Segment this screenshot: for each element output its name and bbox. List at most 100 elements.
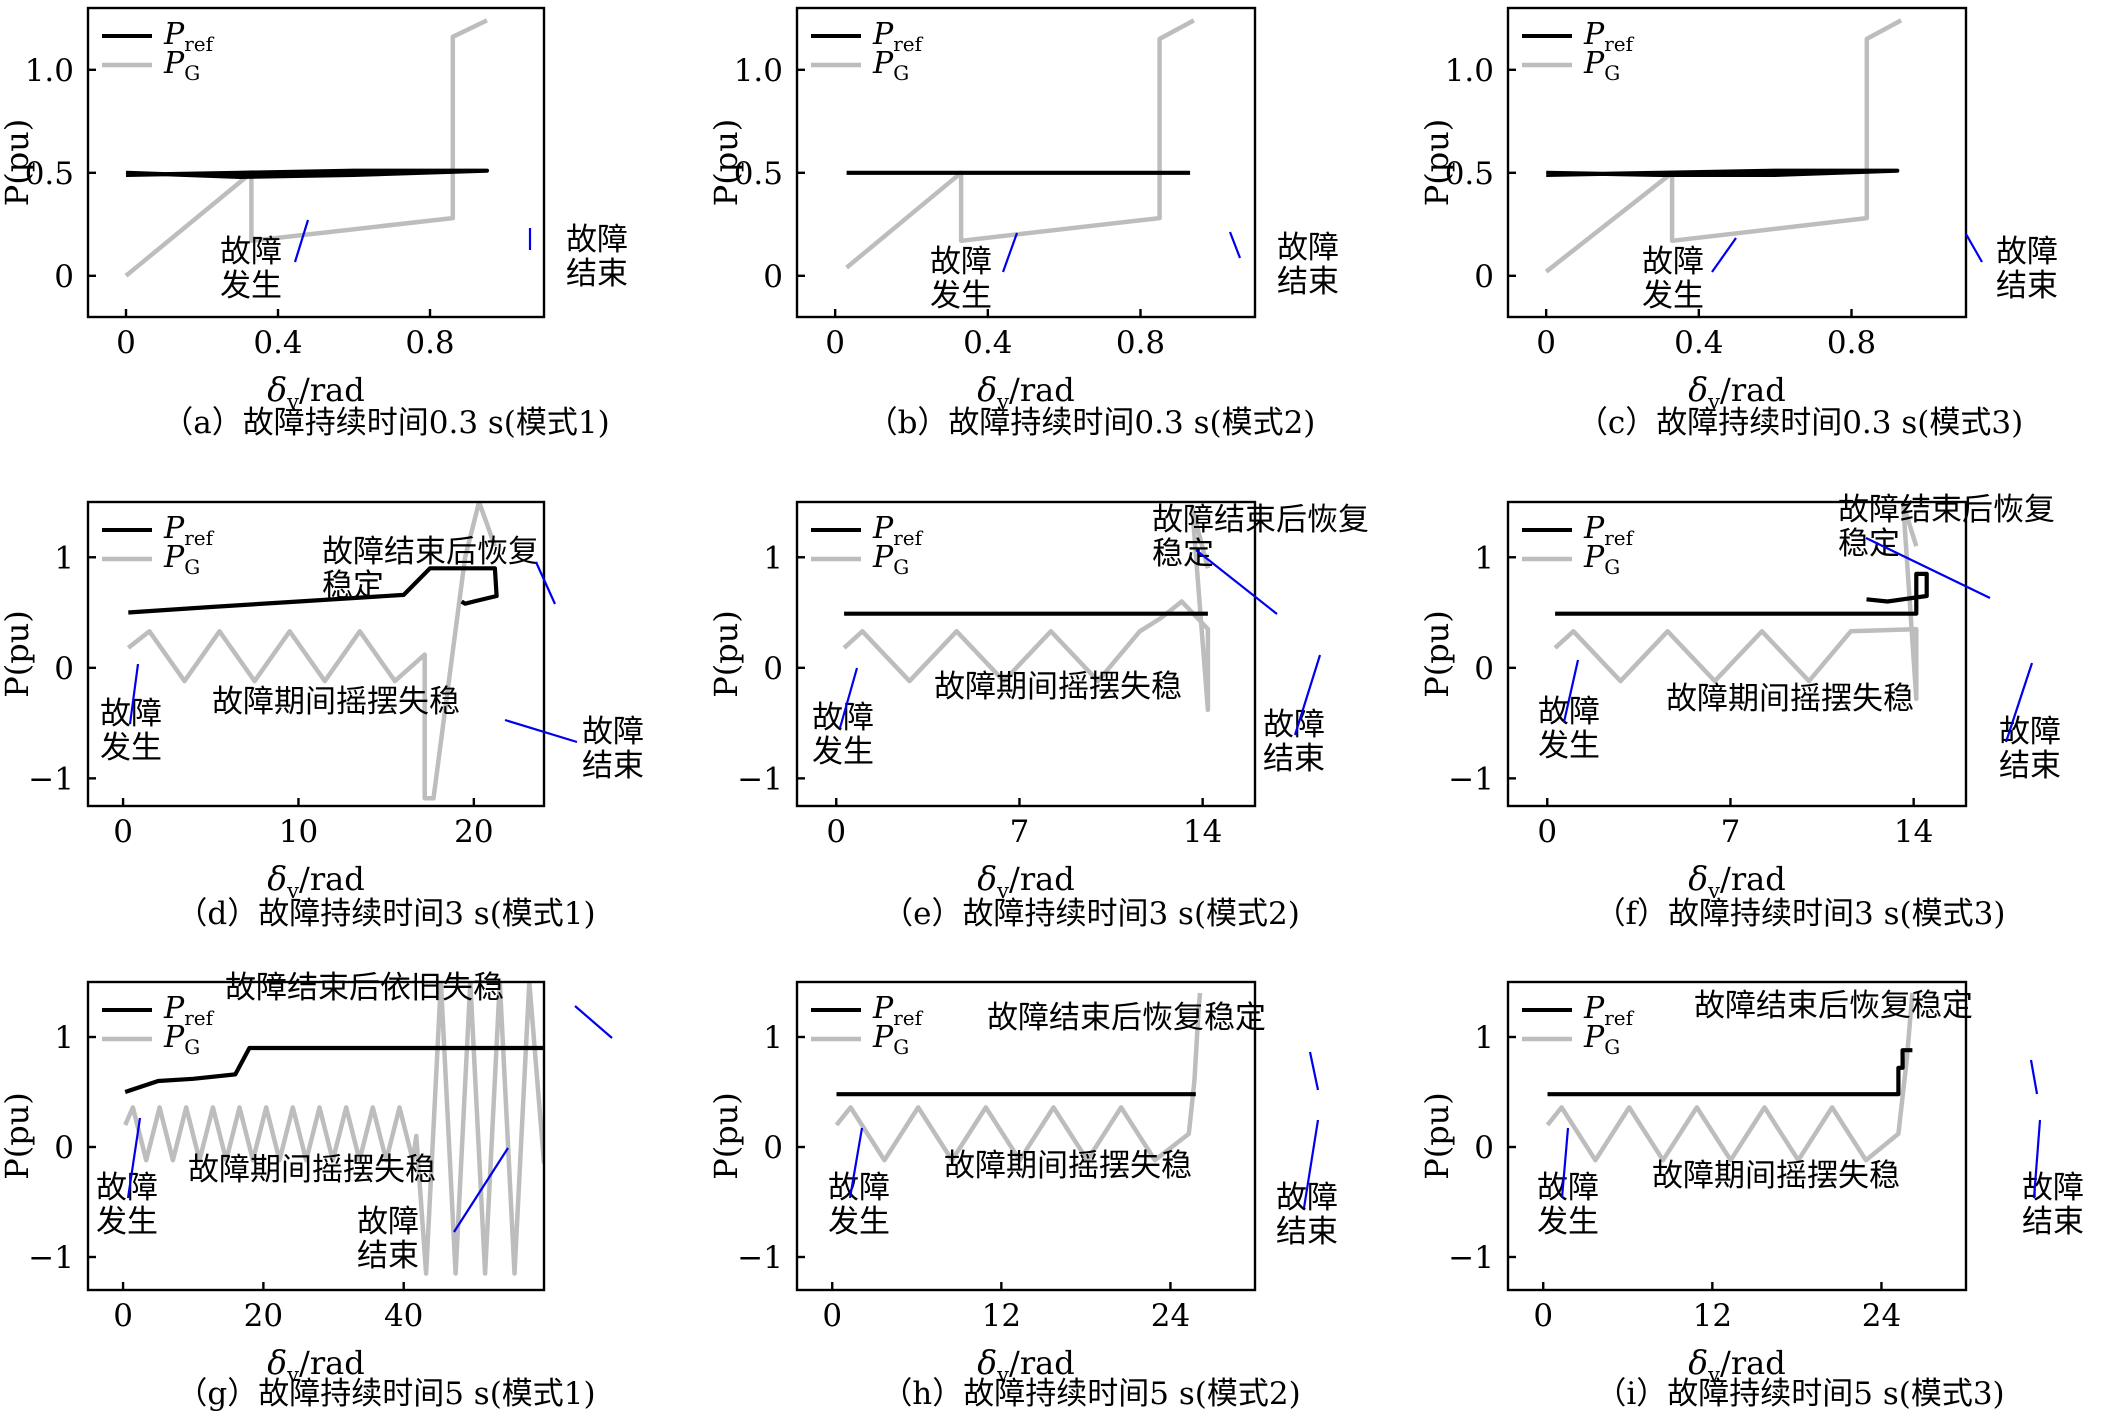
annotation-text: 故障 bbox=[1263, 707, 1325, 743]
annotation-text: 结束 bbox=[357, 1238, 419, 1274]
legend-label-pref: Pref bbox=[1583, 511, 1635, 550]
y-axis-label: P(pu) bbox=[707, 119, 745, 207]
y-tick-label: −1 bbox=[1448, 1240, 1494, 1276]
annotation-text: 故障期间摇摆失稳 bbox=[944, 1148, 1192, 1184]
y-tick-label: −1 bbox=[737, 761, 783, 797]
annotation-leader-line bbox=[1711, 237, 1737, 273]
y-axis-label: P(pu) bbox=[0, 1092, 36, 1180]
legend-label-pg: PG bbox=[163, 1020, 200, 1059]
legend-label-pref: Pref bbox=[163, 17, 215, 56]
annotation-leader-line bbox=[2029, 1059, 2039, 1095]
legend-label-pref: Pref bbox=[163, 511, 215, 550]
annotation: 故障结束后恢复稳定 bbox=[1152, 502, 1369, 615]
annotation: 故障期间摇摆失稳 bbox=[188, 1152, 436, 1188]
annotation-text: 故障结束后恢复 bbox=[1838, 492, 2055, 528]
series-line-pg bbox=[842, 505, 1211, 713]
y-tick-label: 1.0 bbox=[25, 53, 74, 89]
x-axis-label: δv/rad bbox=[977, 859, 1074, 903]
y-axis-label: P(pu) bbox=[1418, 119, 1456, 207]
annotation-leader-line bbox=[293, 219, 310, 263]
y-tick-label: 1 bbox=[763, 1020, 783, 1056]
plot-frame bbox=[1506, 6, 1968, 319]
legend-label-pref: Pref bbox=[163, 991, 215, 1030]
annotation-leader-line bbox=[1560, 1127, 1570, 1199]
annotation-text: 故障 bbox=[1642, 244, 1704, 280]
x-tick-label: 12 bbox=[982, 1298, 1021, 1334]
legend-label-pref: Pref bbox=[1583, 991, 1635, 1030]
x-tick-label: 0 bbox=[1536, 325, 1556, 361]
x-tick-label: 0 bbox=[1533, 1298, 1553, 1334]
y-tick-label: 1 bbox=[1474, 540, 1494, 576]
annotation-text: 结束 bbox=[2022, 1204, 2084, 1240]
annotation: 故障结束后恢复稳定 bbox=[987, 1000, 1320, 1091]
annotation-text: 故障 bbox=[1277, 230, 1339, 266]
y-tick-label: 0 bbox=[54, 259, 74, 295]
annotation-text: 故障结束后恢复 bbox=[322, 534, 539, 570]
annotation-text: 发生 bbox=[1642, 278, 1704, 314]
annotation-text: 故障 bbox=[220, 234, 282, 270]
legend-label-pg: PG bbox=[872, 540, 909, 579]
annotation-text: 故障期间摇摆失稳 bbox=[1666, 681, 1914, 717]
y-tick-label: 0 bbox=[1474, 651, 1494, 687]
y-tick-label: 0 bbox=[1474, 1130, 1494, 1166]
annotation: 故障结束 bbox=[357, 1147, 509, 1274]
x-tick-label: 20 bbox=[244, 1298, 283, 1334]
legend-label-pg: PG bbox=[1583, 46, 1620, 85]
series-line-pg bbox=[1545, 992, 1915, 1163]
annotation-text: 发生 bbox=[96, 1204, 158, 1240]
x-tick-label: 0 bbox=[113, 1298, 133, 1334]
legend-label-pg: PG bbox=[163, 540, 200, 579]
plot-frame bbox=[1506, 980, 1968, 1292]
annotation-text: 故障 bbox=[582, 714, 644, 750]
annotation-text: 故障结束后依旧失稳 bbox=[225, 970, 504, 1006]
x-tick-label: 0.8 bbox=[1116, 325, 1165, 361]
annotation-leader-line bbox=[1865, 537, 1991, 599]
y-tick-label: 1 bbox=[54, 540, 74, 576]
annotation: 故障结束后恢复稳定 bbox=[1838, 492, 2055, 599]
annotation-text: 发生 bbox=[828, 1204, 890, 1240]
x-tick-label: 0.8 bbox=[1827, 325, 1876, 361]
annotation-text: 故障 bbox=[96, 1170, 158, 1206]
annotation-text: 发生 bbox=[1537, 1204, 1599, 1240]
x-tick-label: 0 bbox=[826, 814, 846, 850]
legend-label-pref: Pref bbox=[872, 17, 924, 56]
x-tick-label: 40 bbox=[384, 1298, 423, 1334]
x-tick-label: 14 bbox=[1183, 814, 1222, 850]
plot-frame bbox=[795, 500, 1257, 808]
annotation: 故障结束后恢复稳定 bbox=[1694, 988, 2039, 1095]
series-line-pg bbox=[1553, 502, 1919, 702]
x-tick-label: 0 bbox=[822, 1298, 842, 1334]
series-line-pref bbox=[1547, 1048, 1913, 1097]
y-axis-label: P(pu) bbox=[0, 610, 36, 698]
annotation: 故障期间摇摆失稳 bbox=[1652, 1158, 1900, 1194]
annotation-text: 故障结束后恢复稳定 bbox=[987, 1000, 1266, 1036]
series-line-pg bbox=[123, 982, 544, 1276]
x-tick-label: 14 bbox=[1894, 814, 1933, 850]
y-tick-label: −1 bbox=[28, 761, 74, 797]
plot-frame bbox=[795, 980, 1257, 1292]
x-tick-label: 0.8 bbox=[405, 325, 454, 361]
y-tick-label: 0 bbox=[54, 651, 74, 687]
series-line-pref bbox=[124, 1045, 544, 1094]
annotation-text: 故障期间摇摆失稳 bbox=[1652, 1158, 1900, 1194]
y-tick-label: 0 bbox=[763, 259, 783, 295]
annotation-text: 故障期间摇摆失稳 bbox=[934, 669, 1182, 705]
legend-label-pg: PG bbox=[872, 46, 909, 85]
series-line-pg bbox=[834, 992, 1203, 1163]
y-tick-label: 1 bbox=[54, 1020, 74, 1056]
annotation: 故障结束 bbox=[2022, 1119, 2084, 1240]
annotation-text: 稳定 bbox=[1838, 526, 1900, 562]
annotation-leader-line bbox=[1001, 232, 1019, 273]
annotation-text: 结束 bbox=[1996, 268, 2058, 304]
annotation-leader-line bbox=[838, 667, 859, 729]
annotation-leader-line bbox=[453, 1147, 509, 1233]
x-tick-label: 7 bbox=[1721, 814, 1741, 850]
annotation: 故障结束 bbox=[1965, 233, 2058, 304]
